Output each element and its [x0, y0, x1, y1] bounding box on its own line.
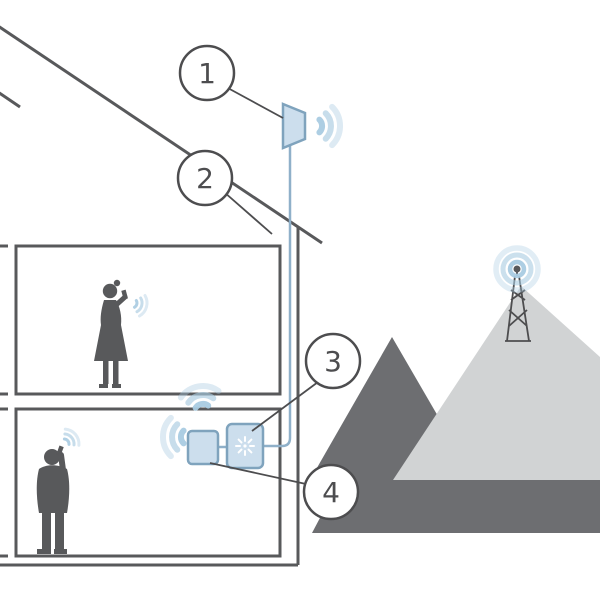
wave-arc	[192, 400, 212, 411]
woman-leg	[103, 361, 109, 384]
wave-arc	[62, 437, 71, 446]
indoor-antenna-box	[186, 429, 220, 466]
woman-phone	[121, 289, 128, 300]
signal-ring	[507, 259, 527, 279]
callout-3-circle	[304, 332, 362, 390]
wave-arc	[329, 103, 344, 149]
roof-line	[0, 25, 323, 245]
callout-2-label: 2	[196, 162, 214, 195]
man-silhouette	[36, 427, 81, 554]
man-foot	[37, 549, 51, 554]
tower-signal-waves	[493, 245, 541, 293]
callout-1-leader	[225, 86, 284, 119]
man-body	[36, 465, 70, 513]
wave-arc	[133, 299, 139, 309]
upper-room	[14, 244, 282, 396]
booster-burst-icon	[235, 436, 255, 456]
signal-ring	[493, 245, 541, 293]
woman-phone-waves	[133, 294, 149, 318]
callout-1: 1	[178, 44, 236, 102]
callout-4-leader	[209, 462, 307, 485]
left-room-stubs	[0, 244, 8, 558]
woman-foot	[112, 384, 121, 388]
callout-3-leader	[251, 381, 319, 432]
woman-leg	[113, 361, 119, 384]
callout-1-label: 1	[198, 57, 216, 90]
callout-4: 4	[302, 463, 360, 521]
woman-ponytail	[113, 279, 121, 287]
tower-lattice	[505, 266, 531, 342]
signal-ring	[500, 252, 534, 286]
man-leg	[55, 513, 64, 549]
man-head	[44, 449, 60, 465]
woman-body	[94, 300, 128, 361]
woman-foot	[99, 384, 108, 388]
house	[0, 25, 323, 567]
roof-eave-line	[0, 91, 21, 109]
foothill-band	[312, 480, 600, 533]
wave-arc	[63, 432, 76, 447]
woman-head	[102, 283, 118, 299]
booster-unit	[159, 383, 265, 470]
man-leg	[42, 513, 51, 549]
wave-arc	[316, 116, 326, 136]
wave-arc	[322, 110, 334, 142]
callout-2: 2	[176, 149, 234, 207]
man-foot	[54, 549, 67, 554]
callout-3-label: 3	[324, 345, 342, 378]
man-phone	[56, 445, 64, 456]
callout-4-label: 4	[322, 476, 340, 509]
outdoor-antenna	[281, 102, 344, 150]
wave-arc	[169, 421, 181, 453]
callout-4-circle	[302, 463, 360, 521]
woman-silhouette	[94, 279, 149, 388]
callout-1-circle	[178, 44, 236, 102]
wave-arc	[177, 427, 187, 447]
cell-tower	[493, 245, 541, 342]
wave-arc	[138, 294, 149, 318]
man-phone-waves	[62, 427, 81, 447]
wave-arc	[185, 392, 217, 406]
indoor-waves-left	[159, 414, 187, 460]
outdoor-antenna-waves	[316, 103, 344, 149]
wave-arc	[135, 296, 144, 314]
mountains	[310, 286, 600, 533]
wave-arc	[177, 383, 222, 401]
callout-2-leader	[223, 191, 273, 235]
tower-antenna-tip	[513, 265, 521, 273]
outdoor-antenna-panel	[281, 102, 307, 150]
callout-3: 3	[304, 332, 362, 390]
callouts: 1 2 3 4	[176, 44, 362, 521]
wave-arc	[159, 414, 174, 460]
mountain-light	[393, 286, 600, 480]
indoor-waves-up	[177, 383, 222, 411]
callout-2-circle	[176, 149, 234, 207]
coax-cable	[263, 146, 292, 448]
wave-arc	[63, 427, 81, 447]
